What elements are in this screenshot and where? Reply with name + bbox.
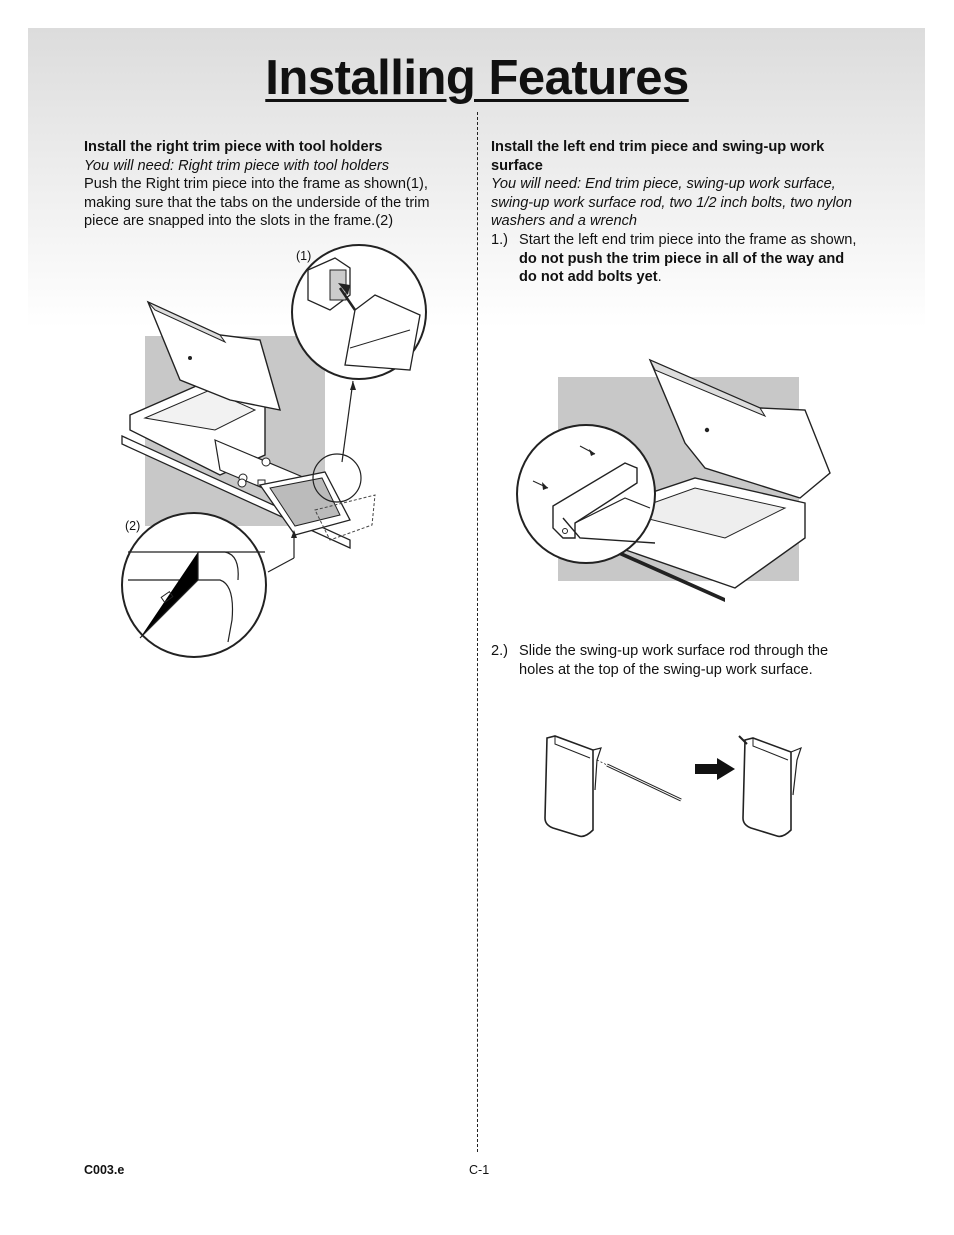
left-heading: Install the right trim piece with tool h… [84,139,383,155]
callout-2-label: (2) [125,519,140,533]
left-body: Push the Right trim piece into the frame… [84,176,430,230]
document-code: C003.e [84,1163,125,1177]
step-1-text: Start the left end trim piece into the f… [519,231,857,248]
step-1-warning: do not push the trim piece in all of the… [519,250,845,286]
right-trim-figure: (1) (2) [121,244,427,658]
left-trim-figure [516,358,831,602]
page-number: C-1 [469,1163,490,1177]
step-1: 1.) Start the left end trim piece into t… [491,231,866,287]
left-needs: You will need: Right trim piece with too… [84,157,390,174]
step-1-number: 1.) [491,231,509,248]
page-title: Installing Features [265,51,689,105]
step-2-number: 2.) [491,643,509,659]
callout-1-label: (1) [296,249,311,263]
step-2-text: Slide the swing-up work surface rod thro… [519,643,829,678]
step-2-block: 2.) Slide the swing-up work surface rod … [491,642,866,679]
work-surface-rod-figure [544,735,802,838]
column-divider [477,112,478,1152]
right-needs: You will need: End trim piece, swing-up … [491,176,852,230]
right-heading: Install the left end trim piece and swin… [491,139,825,174]
step-2: 2.) Slide the swing-up work surface rod … [491,642,866,679]
step-1-end: . [657,269,662,286]
right-column: Install the left end trim piece and swin… [491,138,866,287]
left-column: Install the right trim piece with tool h… [84,138,464,231]
header-band [28,28,925,328]
